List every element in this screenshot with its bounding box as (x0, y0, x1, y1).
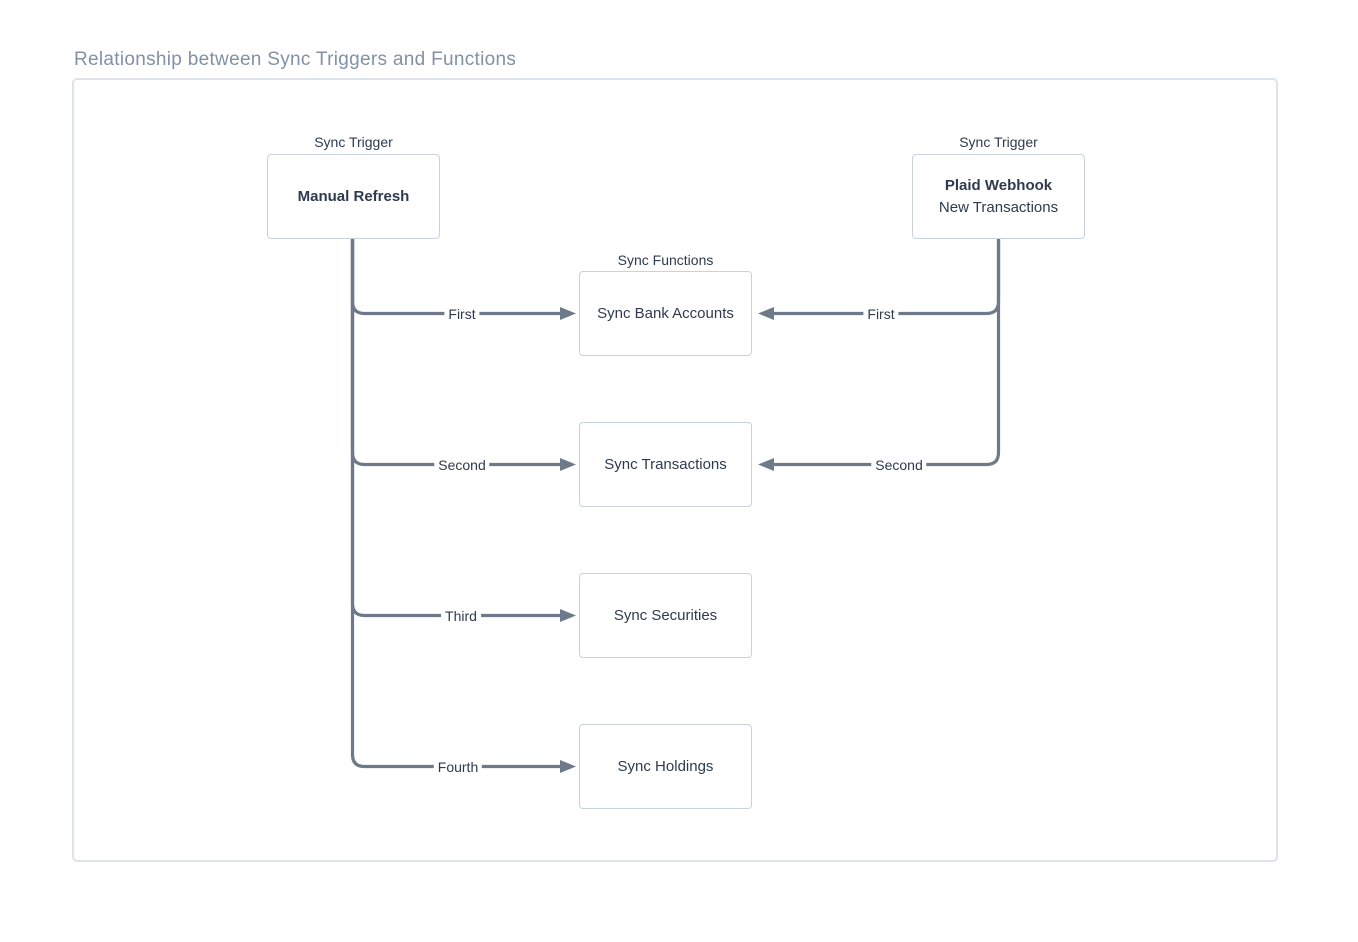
edge-label-manual-second: Second (434, 457, 490, 473)
node-sync-transactions-label: Sync Transactions (604, 455, 727, 473)
lane-label-sync-trigger-left: Sync Trigger (314, 134, 393, 150)
edge-label-manual-third: Third (441, 608, 481, 624)
node-sync-bank-accounts: Sync Bank Accounts (579, 271, 752, 356)
node-sync-bank-accounts-label: Sync Bank Accounts (597, 304, 734, 322)
node-manual-refresh: Manual Refresh (267, 154, 440, 239)
edge-label-manual-fourth: Fourth (433, 759, 483, 775)
node-sync-holdings: Sync Holdings (579, 724, 752, 809)
node-manual-refresh-label: Manual Refresh (297, 187, 410, 205)
node-plaid-webhook-label: Plaid Webhook (944, 176, 1053, 194)
lane-label-sync-trigger-right: Sync Trigger (959, 134, 1038, 150)
node-plaid-webhook: Plaid Webhook New Transactions (912, 154, 1085, 239)
node-sync-securities: Sync Securities (579, 573, 752, 658)
node-sync-securities-label: Sync Securities (613, 606, 718, 624)
lane-label-sync-functions: Sync Functions (617, 252, 714, 268)
node-sync-holdings-label: Sync Holdings (617, 757, 714, 775)
edge-label-webhook-first: First (863, 306, 899, 322)
edge-label-webhook-second: Second (871, 457, 927, 473)
edge-label-manual-first: First (444, 306, 480, 322)
node-sync-transactions: Sync Transactions (579, 422, 752, 507)
node-plaid-webhook-sublabel: New Transactions (938, 198, 1059, 216)
diagram-title: Relationship between Sync Triggers and F… (74, 49, 517, 70)
